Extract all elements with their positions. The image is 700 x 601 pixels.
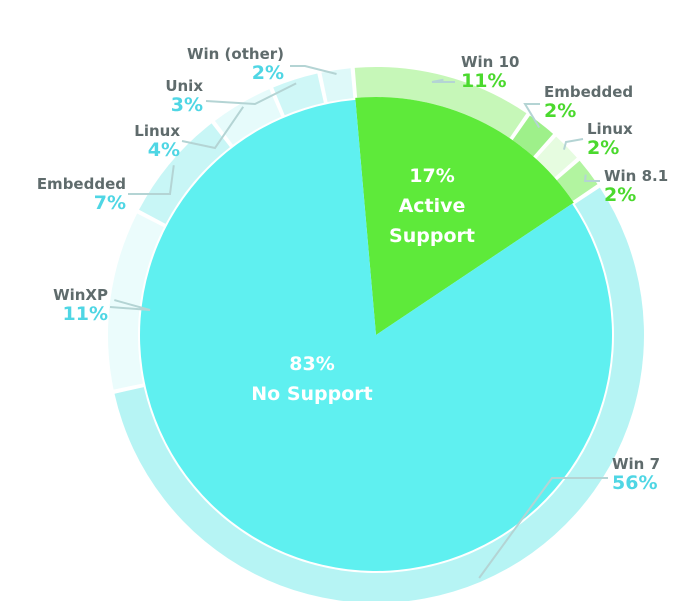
leader-unix-no_support bbox=[205, 82, 297, 106]
leader-embedded-active bbox=[523, 103, 541, 129]
outer-ring bbox=[108, 67, 644, 601]
outer-slice-winxp-no_support bbox=[108, 213, 164, 390]
outer-label-pct-win-other--no_support: 2% bbox=[252, 62, 284, 84]
leader-linux-active bbox=[563, 138, 584, 150]
leader-winxp-no_support bbox=[109, 299, 151, 311]
outer-slice-embedded-active bbox=[512, 115, 554, 157]
inner-pie bbox=[139, 97, 612, 572]
outer-label-pct-win-7-no_support: 56% bbox=[612, 472, 657, 494]
outer-label-name-unix-no_support: Unix bbox=[165, 77, 203, 95]
outer-slice-win-10-active bbox=[354, 67, 527, 139]
outer-label-name-win-10-active: Win 10 bbox=[461, 53, 519, 71]
outer-label-name-winxp-no_support: WinXP bbox=[53, 286, 108, 304]
leader-win-7-no_support bbox=[478, 477, 608, 579]
outer-label-pct-win-10-active: 11% bbox=[461, 70, 506, 92]
outer-label-pct-unix-no_support: 3% bbox=[171, 94, 203, 116]
leader-embedded-no_support bbox=[128, 165, 175, 195]
inner-label-active-line-1: Active bbox=[399, 195, 466, 217]
outer-slice-unix-no_support bbox=[273, 73, 324, 116]
inner-label-active-line-2: Support bbox=[389, 225, 475, 247]
outer-slice-embedded-no_support bbox=[139, 123, 230, 224]
outer-label-name-embedded-no_support: Embedded bbox=[37, 175, 126, 193]
outer-slice-win-7-no_support bbox=[114, 187, 644, 601]
outer-label-pct-win-8-1-active: 2% bbox=[604, 184, 636, 206]
inner-label-no_support-line-1: No Support bbox=[251, 383, 373, 405]
inner-slice-no_support bbox=[139, 99, 612, 572]
outer-label-pct-linux-active: 2% bbox=[587, 137, 619, 159]
outer-label-pct-linux-no_support: 4% bbox=[148, 139, 180, 161]
outer-label-name-embedded-active: Embedded bbox=[544, 83, 633, 101]
leader-win-10-active bbox=[431, 78, 455, 83]
outer-label-pct-embedded-no_support: 7% bbox=[94, 192, 126, 214]
outer-slice-linux-active bbox=[536, 136, 577, 178]
leader-lines bbox=[109, 65, 608, 579]
outer-slice-linux-no_support bbox=[214, 89, 282, 145]
leader-win-8-1-active bbox=[583, 174, 600, 182]
outer-label-name-win-8-1-active: Win 8.1 bbox=[604, 167, 668, 185]
leader-win-other--no_support bbox=[290, 65, 337, 75]
leader-linux-no_support bbox=[181, 106, 245, 150]
inner-slice-active bbox=[355, 97, 574, 335]
outer-label-pct-winxp-no_support: 11% bbox=[63, 303, 108, 325]
outer-label-name-win-other--no_support: Win (other) bbox=[187, 45, 284, 63]
outer-label-name-linux-no_support: Linux bbox=[134, 122, 180, 140]
inner-label-active-line-0: 17% bbox=[409, 165, 454, 187]
outer-label-pct-embedded-active: 2% bbox=[544, 100, 576, 122]
outer-slice-win-8-1-active bbox=[556, 160, 598, 202]
outer-label-name-linux-active: Linux bbox=[587, 120, 633, 138]
inner-label-no_support-line-0: 83% bbox=[289, 353, 334, 375]
outer-slice-win-other--no_support bbox=[321, 68, 354, 102]
outer-label-name-win-7-no_support: Win 7 bbox=[612, 455, 660, 473]
